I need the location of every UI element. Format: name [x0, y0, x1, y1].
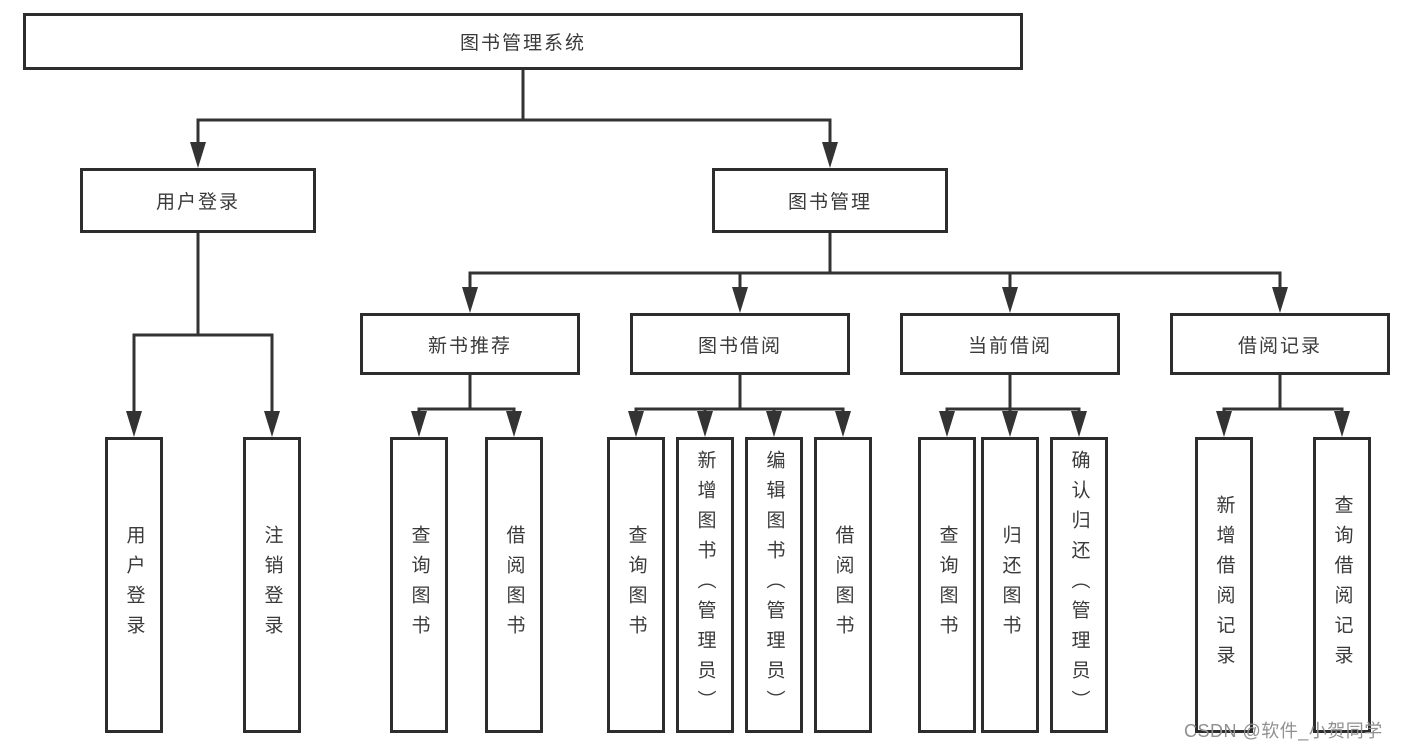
arrow-icon — [190, 142, 206, 168]
leaf-query-borrow-record: 查询借阅记录 — [1313, 437, 1371, 733]
leaf-edit-book-admin-label: 编辑图书（管理员） — [763, 450, 785, 720]
leaf-return-book: 归还图书 — [981, 437, 1039, 733]
leaf-query-book-recommend: 查询图书 — [390, 437, 448, 733]
leaf-return-book-label: 归还图书 — [999, 525, 1021, 645]
arrow-icon — [766, 411, 782, 437]
leaf-borrow-book-recommend-label: 借阅图书 — [503, 525, 525, 645]
arrow-icon — [462, 287, 478, 313]
arrow-icon — [411, 411, 427, 437]
leaf-query-book-current-label: 查询图书 — [936, 525, 958, 645]
arrow-icon — [835, 411, 851, 437]
leaf-query-borrow-record-label: 查询借阅记录 — [1331, 495, 1353, 675]
node-borrowing-records-label: 借阅记录 — [1237, 335, 1322, 357]
arrow-icon — [939, 411, 955, 437]
node-new-book-recommend: 新书推荐 — [360, 313, 580, 375]
node-book-management: 图书管理 — [712, 168, 948, 233]
node-user-login: 用户登录 — [80, 168, 316, 233]
leaf-add-book-admin: 新增图书（管理员） — [676, 437, 734, 733]
csdn-watermark: CSDN @软件_小贺同学 — [1184, 721, 1383, 741]
arrow-icon — [264, 411, 280, 437]
node-library-system: 图书管理系统 — [23, 13, 1023, 70]
arrow-icon — [1002, 287, 1018, 313]
node-book-borrowing: 图书借阅 — [630, 313, 850, 375]
leaf-query-book-borrowing-label: 查询图书 — [625, 525, 647, 645]
arrow-icon — [1002, 411, 1018, 437]
node-current-borrowing: 当前借阅 — [900, 313, 1120, 375]
node-library-system-label: 图书管理系统 — [459, 33, 586, 54]
node-book-borrowing-label: 图书借阅 — [697, 335, 782, 357]
leaf-borrow-book-borrowing-label: 借阅图书 — [832, 525, 854, 645]
leaf-query-book-recommend-label: 查询图书 — [408, 525, 430, 645]
leaf-confirm-return-admin: 确认归还（管理员） — [1050, 437, 1108, 733]
leaf-confirm-return-admin-label: 确认归还（管理员） — [1068, 450, 1090, 720]
leaf-borrow-book-borrowing: 借阅图书 — [814, 437, 872, 733]
leaf-query-book-current: 查询图书 — [918, 437, 976, 733]
leaf-add-borrow-record-label: 新增借阅记录 — [1213, 495, 1235, 675]
arrow-icon — [1272, 287, 1288, 313]
node-user-login-label: 用户登录 — [155, 192, 240, 213]
arrow-icon — [628, 411, 644, 437]
leaf-logout: 注销登录 — [243, 437, 301, 733]
leaf-logout-label: 注销登录 — [261, 525, 283, 645]
leaf-borrow-book-recommend: 借阅图书 — [485, 437, 543, 733]
node-borrowing-records: 借阅记录 — [1170, 313, 1390, 375]
node-current-borrowing-label: 当前借阅 — [967, 335, 1052, 357]
node-new-book-recommend-label: 新书推荐 — [427, 335, 512, 357]
leaf-query-book-borrowing: 查询图书 — [607, 437, 665, 733]
arrow-icon — [1334, 411, 1350, 437]
node-book-management-label: 图书管理 — [787, 192, 872, 213]
leaf-edit-book-admin: 编辑图书（管理员） — [745, 437, 803, 733]
arrow-icon — [822, 142, 838, 168]
leaf-user-login: 用户登录 — [105, 437, 163, 733]
leaf-add-borrow-record: 新增借阅记录 — [1195, 437, 1253, 733]
arrow-icon — [1216, 411, 1232, 437]
arrow-icon — [506, 411, 522, 437]
arrow-icon — [697, 411, 713, 437]
leaf-add-book-admin-label: 新增图书（管理员） — [694, 450, 716, 720]
arrow-icon — [1071, 411, 1087, 437]
arrow-icon — [732, 287, 748, 313]
arrow-icon — [126, 411, 142, 437]
leaf-user-login-label: 用户登录 — [123, 525, 145, 645]
